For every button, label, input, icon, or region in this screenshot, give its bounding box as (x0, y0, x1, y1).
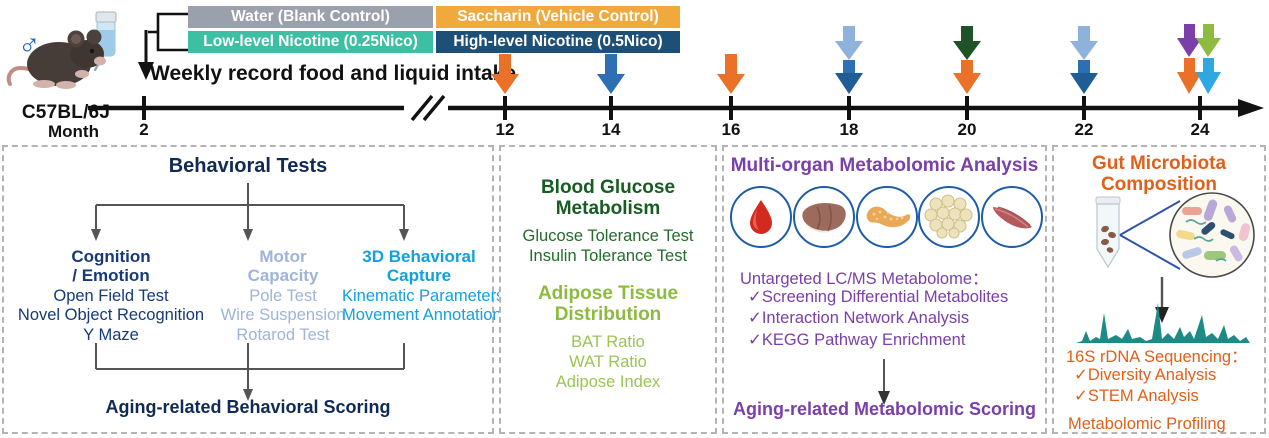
panels-row: Behavioral Tests (0, 143, 1269, 438)
tick-label-16: 16 (721, 120, 741, 139)
tick-label-20: 20 (957, 120, 977, 139)
male-symbol-icon: ♂ (18, 28, 41, 61)
event-arrow-month-16 (717, 54, 745, 94)
behavior-footer: Aging-related Behavioral Scoring (105, 397, 391, 417)
glucose-items: Glucose Tolerance Test Insulin Tolerance… (522, 227, 694, 265)
behavior-column-cognition: Cognition / Emotion Open Field Test Nove… (6, 247, 216, 345)
sequencing-peaks-icon (1076, 303, 1250, 343)
event-arrow-month-24 (1177, 24, 1221, 94)
pancreas-icon (855, 186, 918, 248)
microbiota-items: ✓Diversity Analysis ✓STEM Analysis (1074, 366, 1217, 406)
event-arrow-month-22 (1070, 26, 1098, 94)
axis-ticks (142, 96, 1202, 120)
microbiota-lead: 16S rDNA Sequencing： (1066, 348, 1248, 366)
tick-label-2: 2 (139, 120, 149, 139)
column-heading: Motor Capacity (247, 247, 319, 286)
metabolome-lead: Untargeted LC/MS Metabolome： (740, 270, 989, 288)
microbiota-illustration (1095, 192, 1255, 323)
adipose-tissue-icon (918, 186, 981, 248)
adipose-title: Adipose Tissue Distribution (537, 283, 679, 326)
behavior-flow-arrows (91, 183, 409, 401)
liver-icon (792, 186, 855, 248)
adipose-items: BAT Ratio WAT Ratio Adipose Index (555, 333, 661, 391)
legend-saccharin: Saccharin (Vehicle Control) (436, 6, 680, 28)
behavior-column-3d-capture: 3D Behavioral Capture Kinematic Paramete… (342, 247, 505, 326)
timeline-area: ♂ C57BL/6J Water (Blank Control) Low-lev… (0, 0, 1269, 143)
panel-blood-glucose-adipose: Blood Glucose Metabolism Glucose Toleran… (499, 145, 717, 434)
microbiota-title: Gut Microbiota Composition (1091, 153, 1227, 196)
legend-low-nicotine: Low-level Nicotine (0.25Nico) (188, 31, 433, 53)
metabolome-down-arrow (878, 359, 890, 405)
axis-label: Month (48, 122, 99, 141)
panel-behavioral-tests: Behavioral Tests (2, 145, 505, 434)
bacteria-magnified-circle-icon (1169, 192, 1255, 278)
column-items: Pole Test Wire Suspension Rotarod Test (220, 287, 346, 344)
column-heading: 3D Behavioral Capture (362, 247, 476, 286)
behavior-title: Behavioral Tests (168, 155, 328, 177)
column-heading: Cognition / Emotion (71, 247, 151, 286)
tick-label-12: 12 (495, 120, 515, 139)
panel-multi-organ-metabolomic: Multi-organ Metabolomic Analysis (722, 145, 1047, 434)
microbiota-last-line: Metabolomic Profiling (1068, 415, 1226, 433)
axis-arrowhead (1238, 99, 1264, 117)
tick-label-22: 22 (1074, 120, 1094, 139)
metabolome-items: ✓Screening Differential Metabolites ✓Int… (748, 288, 1009, 349)
axis-break-mark (404, 94, 448, 122)
panel-gut-microbiota: Gut Microbiota Composition (1052, 145, 1266, 434)
muscle-icon (981, 186, 1043, 248)
blood-drop-icon (730, 186, 792, 248)
animal-illustration-group: ♂ C57BL/6J (4, 6, 134, 126)
tick-label-18: 18 (839, 120, 859, 139)
column-items: Open Field Test Novel Object Recognition… (17, 287, 205, 344)
metabolome-title: Multi-organ Metabolomic Analysis (730, 155, 1039, 176)
strain-label: C57BL/6J (21, 102, 111, 123)
event-arrow-month-20 (953, 26, 981, 94)
tick-label-14: 14 (601, 120, 621, 139)
metabolome-footer: Aging-related Metabolomic Scoring (732, 399, 1037, 419)
group-bracket (148, 12, 190, 52)
behavior-column-motor: Motor Capacity Pole Test Wire Suspension… (208, 247, 358, 345)
fecal-sample-tube-icon (1095, 196, 1121, 269)
event-arrow-month-18 (835, 26, 863, 94)
organ-icon-row (730, 186, 1043, 248)
glucose-title: Blood Glucose Metabolism (540, 177, 676, 220)
legend-water: Water (Blank Control) (188, 6, 433, 28)
weekly-record-note: Weekly record food and liquid intake (150, 62, 517, 85)
tick-label-24: 24 (1190, 120, 1210, 139)
event-arrow-month-14 (597, 54, 625, 94)
legend-high-nicotine: High-level Nicotine (0.5Nico) (436, 31, 680, 53)
column-items: Kinematic Parameters Movement Annotation (342, 287, 505, 325)
mouse-illustration-icon (6, 11, 117, 89)
